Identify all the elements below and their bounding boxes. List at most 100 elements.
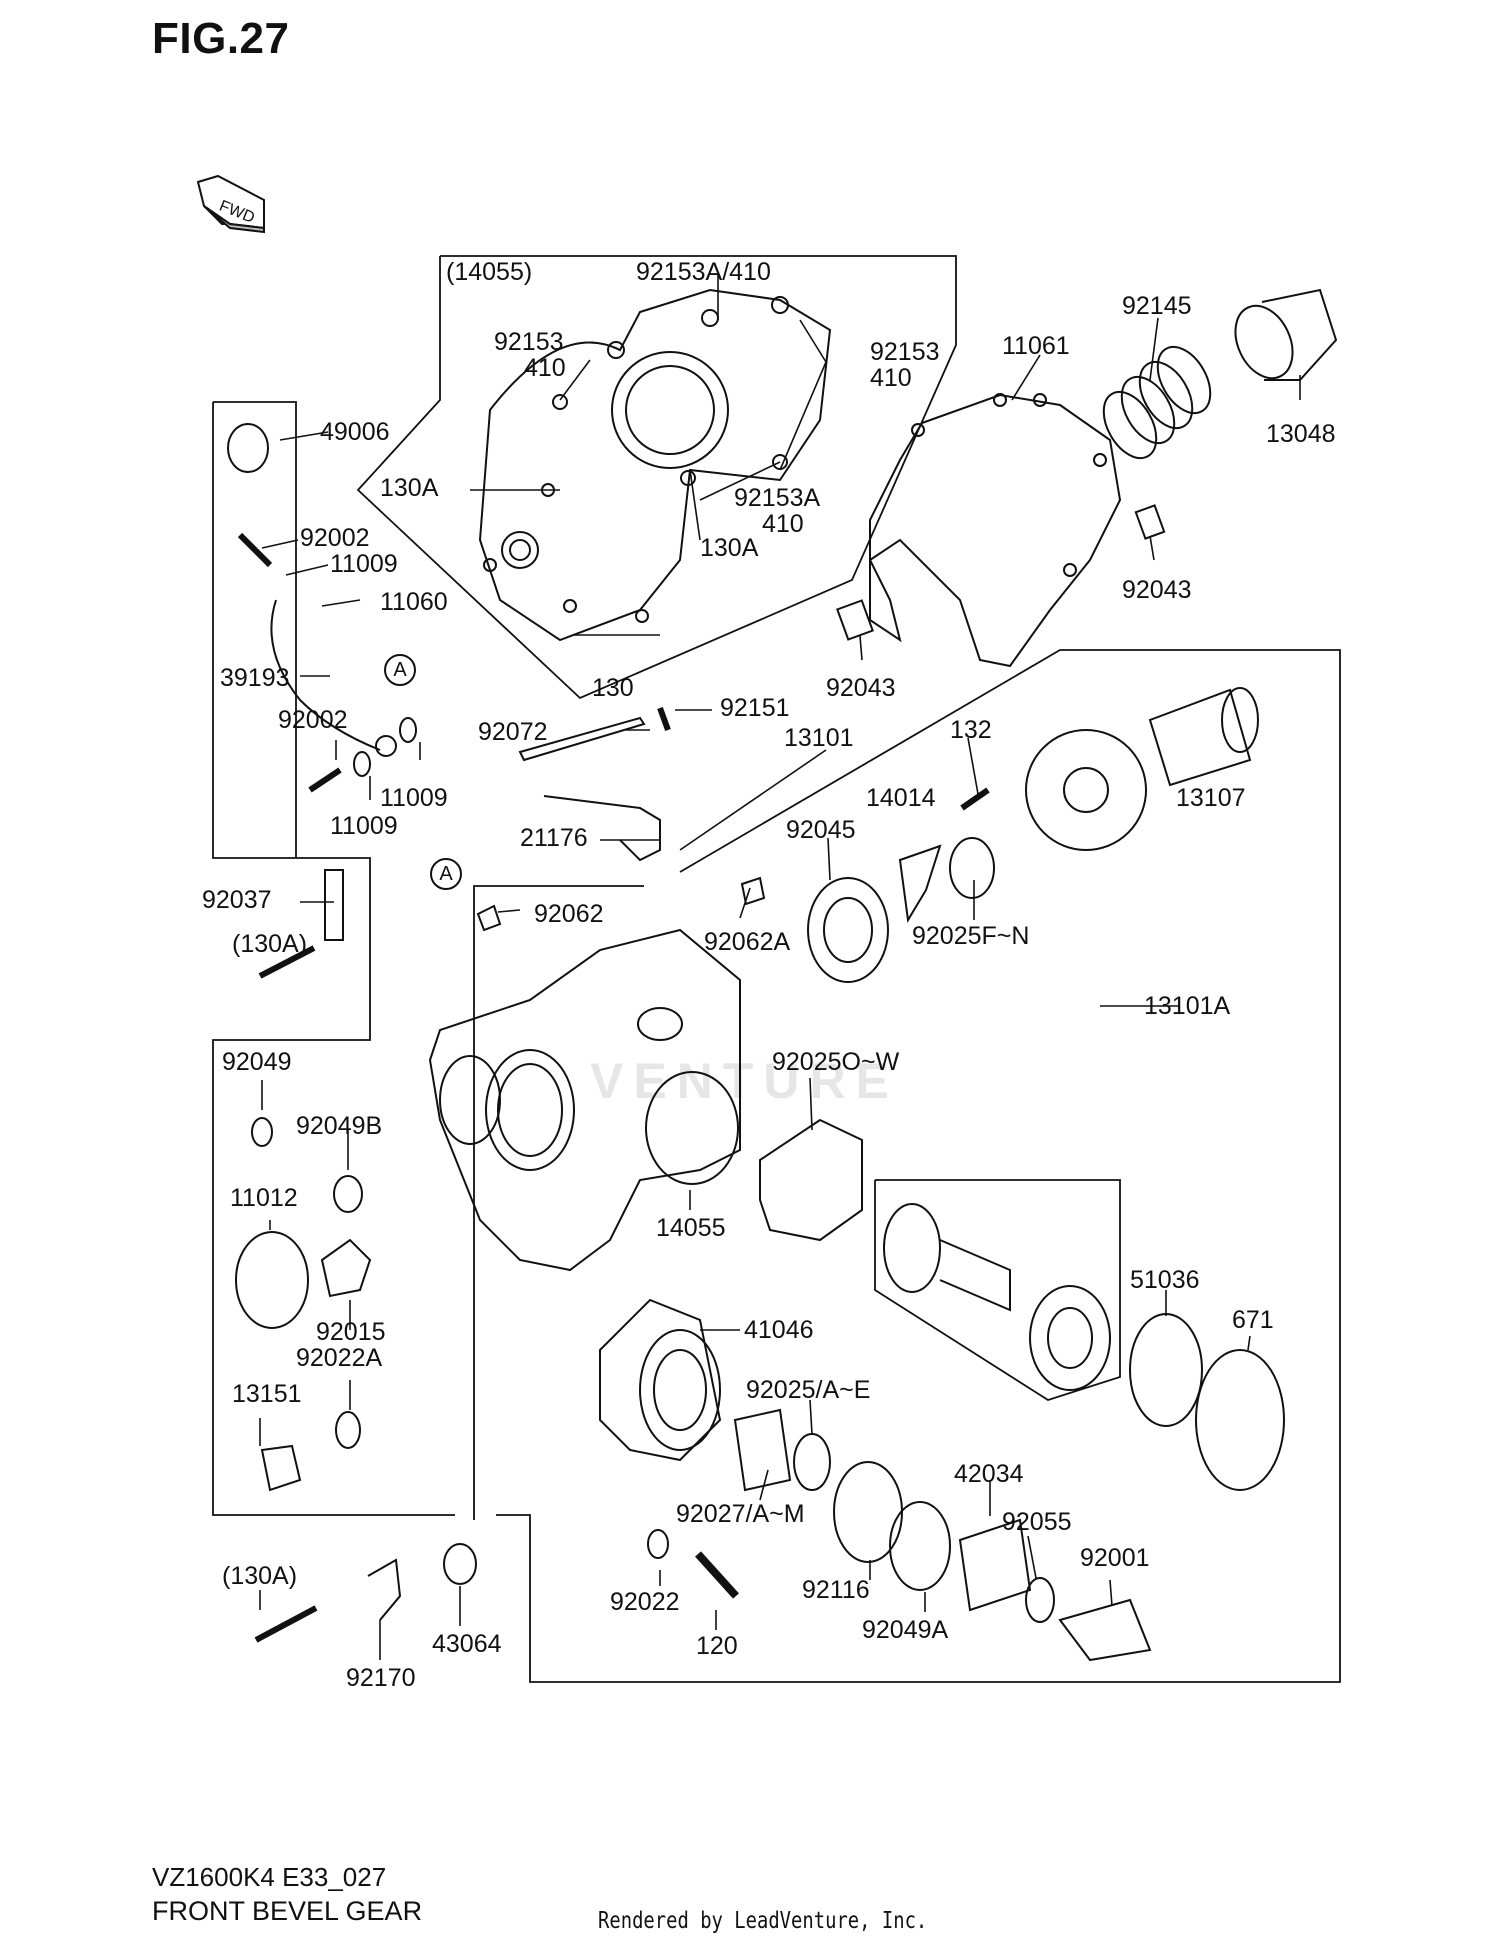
- part-label[interactable]: 130A: [700, 534, 759, 562]
- part-label[interactable]: 92022A: [296, 1344, 383, 1372]
- ref-circle-a: A: [384, 654, 416, 686]
- part-label[interactable]: 92049A: [862, 1616, 949, 1644]
- part-label[interactable]: 92153: [494, 328, 564, 356]
- part-label[interactable]: 11061: [1002, 332, 1070, 360]
- bearing: [807, 877, 889, 983]
- part-label[interactable]: 92049B: [296, 1112, 383, 1140]
- leader-lines: [259, 275, 1301, 1660]
- part-label[interactable]: 14014: [866, 784, 936, 812]
- part-label[interactable]: 671: [1232, 1306, 1274, 1334]
- part-label[interactable]: 43064: [432, 1630, 502, 1658]
- plug-92062A: [740, 876, 766, 906]
- bolt: [960, 787, 990, 811]
- part-label[interactable]: 130: [592, 674, 634, 702]
- part-label[interactable]: 11009: [330, 550, 398, 578]
- part-label[interactable]: 92002: [278, 706, 348, 734]
- part-label[interactable]: 410: [762, 510, 804, 538]
- part-label[interactable]: 49006: [320, 418, 390, 446]
- rendered-by-credit: Rendered by LeadVenture, Inc.: [598, 1908, 928, 1934]
- part-label[interactable]: (130A): [232, 930, 308, 958]
- part-label[interactable]: 92002: [300, 524, 370, 552]
- part-label[interactable]: 92062: [534, 900, 604, 928]
- part-label[interactable]: 39193: [220, 664, 290, 692]
- part-label[interactable]: 92025F~N: [912, 922, 1030, 950]
- part-label[interactable]: 92145: [1122, 292, 1192, 320]
- shim-small: [793, 1433, 831, 1491]
- grommet-43064: [443, 1543, 477, 1585]
- gasket: [868, 393, 1122, 668]
- part-label[interactable]: 92025/A~E: [746, 1376, 871, 1404]
- part-label[interactable]: 92055: [1002, 1508, 1072, 1536]
- bushing: [836, 599, 874, 641]
- part-label[interactable]: 13101: [784, 724, 854, 752]
- part-label[interactable]: 92037: [202, 886, 272, 914]
- drive-gear: [1025, 687, 1259, 851]
- spacer: [733, 1408, 792, 1492]
- part-label[interactable]: 92022: [610, 1588, 680, 1616]
- part-label[interactable]: 92116: [802, 1576, 870, 1604]
- washer-92022: [647, 1529, 669, 1559]
- part-label[interactable]: 41046: [744, 1316, 814, 1344]
- bracket-92037: [324, 869, 344, 941]
- part-label[interactable]: 410: [524, 354, 566, 382]
- part-label[interactable]: 92001: [1080, 1544, 1150, 1572]
- part-label[interactable]: 13107: [1176, 784, 1246, 812]
- part-label[interactable]: 92153A/410: [636, 258, 771, 286]
- fwd-arrow-icon: FWD: [196, 174, 265, 234]
- part-label[interactable]: (130A): [222, 1562, 298, 1590]
- part-label[interactable]: 11012: [230, 1184, 298, 1212]
- part-label[interactable]: 13151: [232, 1380, 302, 1408]
- pipe-39193: [270, 599, 381, 751]
- part-label[interactable]: 92043: [826, 674, 896, 702]
- part-label[interactable]: 11009: [380, 784, 448, 812]
- part-label[interactable]: 11009: [330, 812, 398, 840]
- part-label[interactable]: 92151: [720, 694, 790, 722]
- part-label[interactable]: 92027/A~M: [676, 1500, 805, 1528]
- stud-120: [695, 1551, 739, 1599]
- part-label[interactable]: 13101A: [1144, 992, 1231, 1020]
- fitting: [375, 735, 397, 757]
- part-label[interactable]: 92043: [1122, 576, 1192, 604]
- cap-49006: [227, 423, 269, 473]
- part-label[interactable]: 92170: [346, 1664, 416, 1692]
- plate: [898, 844, 942, 923]
- plug-13151: [260, 1444, 302, 1492]
- bolt-92002: [237, 532, 273, 568]
- part-label[interactable]: 92049: [222, 1048, 292, 1076]
- gear-case: [428, 928, 741, 1272]
- part-label[interactable]: 11060: [380, 588, 448, 616]
- part-label[interactable]: 130A: [380, 474, 439, 502]
- seal-92049A: [889, 1501, 951, 1591]
- part-label[interactable]: 132: [950, 716, 992, 744]
- group-frames: [212, 255, 1341, 1683]
- part-label[interactable]: 92062A: [704, 928, 791, 956]
- part-label[interactable]: 21176: [520, 824, 588, 852]
- part-label[interactable]: 92153: [870, 338, 940, 366]
- part-label[interactable]: 92015: [316, 1318, 386, 1346]
- part-label[interactable]: 92072: [478, 718, 548, 746]
- part-label[interactable]: 42034: [954, 1460, 1024, 1488]
- bolt-92151: [657, 706, 671, 732]
- part-label[interactable]: (14055): [446, 258, 533, 286]
- bolt-92002b: [308, 767, 342, 793]
- part-label[interactable]: 92045: [786, 816, 856, 844]
- nut-92015: [320, 1238, 372, 1298]
- part-label[interactable]: 410: [870, 364, 912, 392]
- part-label[interactable]: 13048: [1266, 420, 1336, 448]
- bearing-92116: [833, 1461, 903, 1563]
- bushing: [1134, 504, 1166, 540]
- case-cover: [478, 288, 832, 642]
- part-label[interactable]: 120: [696, 1632, 738, 1660]
- part-label[interactable]: 92153A: [734, 484, 821, 512]
- bolt-130A-lower: [254, 1605, 318, 1643]
- nut: [958, 1518, 1032, 1612]
- bolt-130A: [258, 945, 316, 979]
- o-ring: [1195, 1349, 1285, 1491]
- part-label[interactable]: 14055: [656, 1214, 726, 1242]
- clamp-92170: [367, 1558, 402, 1621]
- part-label[interactable]: 51036: [1130, 1266, 1200, 1294]
- plug-92062: [476, 904, 502, 932]
- part-label[interactable]: 92025O~W: [772, 1048, 900, 1076]
